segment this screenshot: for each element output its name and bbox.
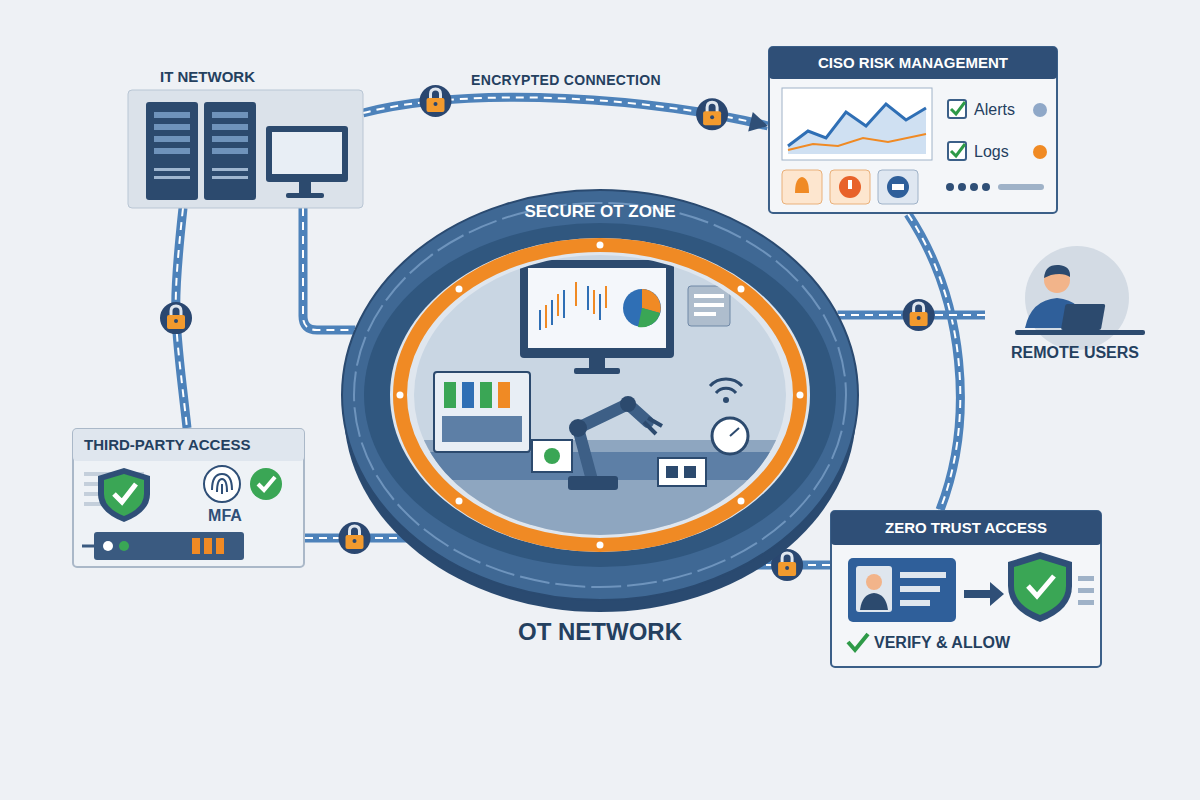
ot-zone-rings	[342, 190, 858, 650]
lock-icon	[339, 522, 371, 554]
node-text: Logs	[974, 142, 1032, 161]
lock-icon	[696, 98, 728, 130]
node-text: VERIFY & ALLOW	[874, 633, 1094, 652]
node-text: MFA	[200, 506, 250, 525]
node-text: OT NETWORK	[342, 618, 858, 647]
user-node: REMOTE USERS	[985, 250, 1165, 365]
arrow-head	[748, 112, 768, 131]
lock-icon	[420, 85, 452, 117]
dashboard-panel	[768, 46, 1058, 214]
edge-label: ENCRYPTED CONNECTION	[466, 71, 666, 89]
access-box: THIRD-PARTY ACCESS MFA	[72, 428, 305, 568]
connector	[908, 214, 960, 510]
lock-icon	[903, 299, 935, 331]
dashboard-box: CISO RISK MANAGEMENT AlertsLogs	[768, 46, 1058, 214]
node-title: THIRD-PARTY ACCESS	[84, 436, 296, 454]
node-title: REMOTE USERS	[985, 343, 1165, 362]
node-title: SECURE OT ZONE	[342, 202, 858, 222]
node-text: Alerts	[974, 100, 1032, 119]
connector	[303, 208, 355, 330]
network-box: IT NETWORK	[128, 68, 363, 208]
ot-zone: SECURE OT ZONE OT NETWORK	[342, 190, 858, 650]
lock-icon	[160, 302, 192, 334]
node-title: CISO RISK MANAGEMENT	[776, 54, 1050, 72]
node-title: IT NETWORK	[160, 68, 360, 86]
node-title: ZERO TRUST ACCESS	[838, 519, 1094, 537]
server-illustration	[128, 68, 363, 208]
zero-trust-box: ZERO TRUST ACCESS VERIFY & ALLOW	[830, 510, 1102, 668]
